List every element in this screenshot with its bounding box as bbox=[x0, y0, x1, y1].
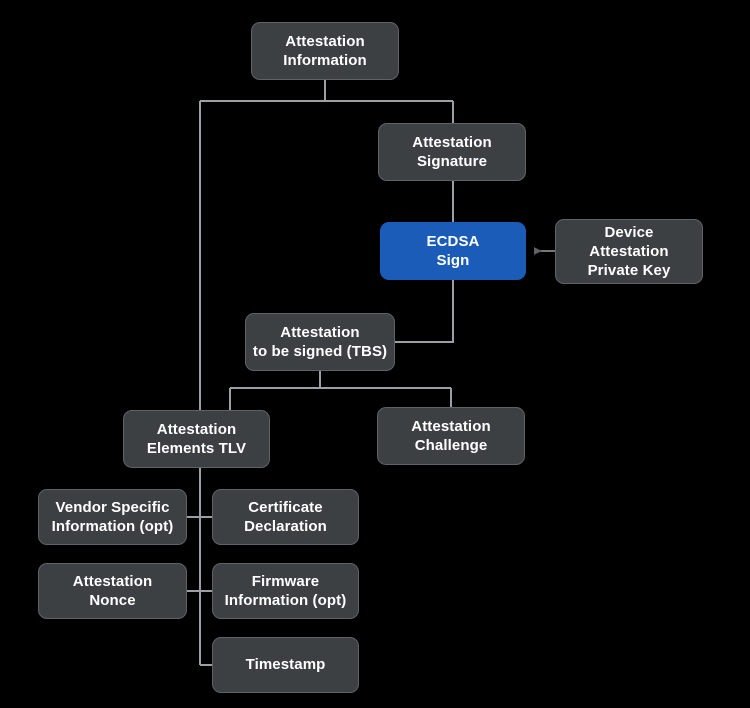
node-certificate-declaration[interactable]: Certificate Declaration bbox=[212, 489, 359, 545]
node-attestation-information[interactable]: Attestation Information bbox=[251, 22, 399, 80]
node-attestation-challenge[interactable]: Attestation Challenge bbox=[377, 407, 525, 465]
edge-ecdsa-to-tbs bbox=[395, 280, 454, 343]
node-firmware-information[interactable]: Firmware Information (opt) bbox=[212, 563, 359, 619]
node-attestation-nonce[interactable]: Attestation Nonce bbox=[38, 563, 187, 619]
node-timestamp[interactable]: Timestamp bbox=[212, 637, 359, 693]
node-ecdsa-sign[interactable]: ECDSA Sign bbox=[380, 222, 526, 280]
node-vendor-specific-information[interactable]: Vendor Specific Information (opt) bbox=[38, 489, 187, 545]
node-attestation-tbs[interactable]: Attestation to be signed (TBS) bbox=[245, 313, 395, 371]
node-attestation-elements-tlv[interactable]: Attestation Elements TLV bbox=[123, 410, 270, 468]
node-device-attestation-private-key[interactable]: Device Attestation Private Key bbox=[555, 219, 703, 284]
node-attestation-signature[interactable]: Attestation Signature bbox=[378, 123, 526, 181]
